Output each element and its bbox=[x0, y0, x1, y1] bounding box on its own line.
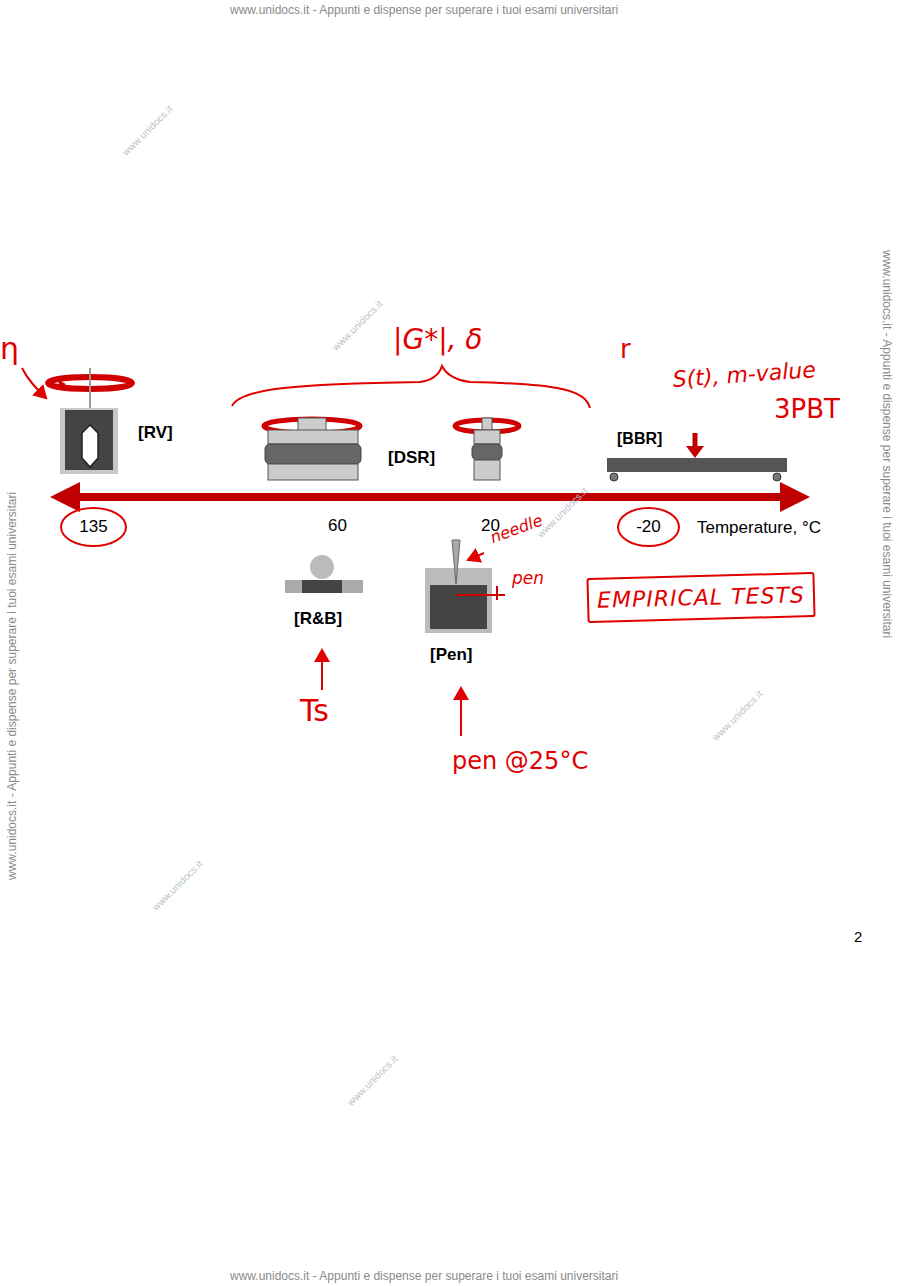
watermark: www.unidocs.it bbox=[150, 858, 205, 913]
node-text: -20 bbox=[636, 517, 661, 537]
handwritten-note: 3PBT bbox=[774, 395, 840, 424]
handwritten-note: Ts bbox=[300, 694, 329, 727]
temperature-axis bbox=[50, 482, 810, 512]
circled-value: -20 bbox=[617, 507, 680, 547]
instrument-label: [Pen] bbox=[430, 646, 473, 665]
annotation-strokes bbox=[22, 366, 590, 736]
watermark: www.unidocs.it bbox=[330, 298, 385, 353]
handwritten-note: pen bbox=[512, 569, 544, 588]
instrument-label: [DSR] bbox=[388, 449, 435, 468]
node-text: EMPIRICAL TESTS bbox=[597, 582, 805, 612]
handwritten-note: S(t), m-value bbox=[672, 358, 817, 392]
page-number: 2 bbox=[854, 929, 862, 946]
watermark: www.unidocs.it bbox=[710, 688, 765, 743]
instrument-label: [BBR] bbox=[617, 430, 662, 448]
rotational-viscometer bbox=[48, 368, 132, 474]
handwritten-note: pen @25°C bbox=[452, 748, 588, 774]
watermark: www.unidocs.it - Appunti e dispense per … bbox=[880, 250, 893, 638]
watermark: www.unidocs.it - Appunti e dispense per … bbox=[6, 492, 19, 880]
dynamic-shear-rheometer bbox=[264, 418, 519, 480]
note-box: EMPIRICAL TESTS bbox=[586, 572, 815, 623]
watermark: www.unidocs.it bbox=[345, 1053, 400, 1108]
ring-and-ball bbox=[285, 555, 363, 593]
instrument-label: [R&B] bbox=[294, 610, 342, 629]
axis-title: Temperature, °C bbox=[697, 519, 821, 538]
watermark: www.unidocs.it - Appunti e dispense per … bbox=[230, 4, 618, 17]
watermark: www.unidocs.it - Appunti e dispense per … bbox=[230, 1270, 618, 1283]
watermark: www.unidocs.it bbox=[120, 103, 175, 158]
handwritten-note: r bbox=[620, 335, 631, 364]
penetrometer bbox=[425, 540, 505, 633]
handwritten-note: η bbox=[0, 332, 19, 365]
handwritten-note: |G*|, δ bbox=[393, 325, 483, 356]
node-text: 135 bbox=[79, 517, 107, 537]
axis-tick: 60 bbox=[328, 517, 347, 536]
circled-value: 135 bbox=[60, 507, 127, 547]
instrument-label: [RV] bbox=[138, 424, 173, 443]
